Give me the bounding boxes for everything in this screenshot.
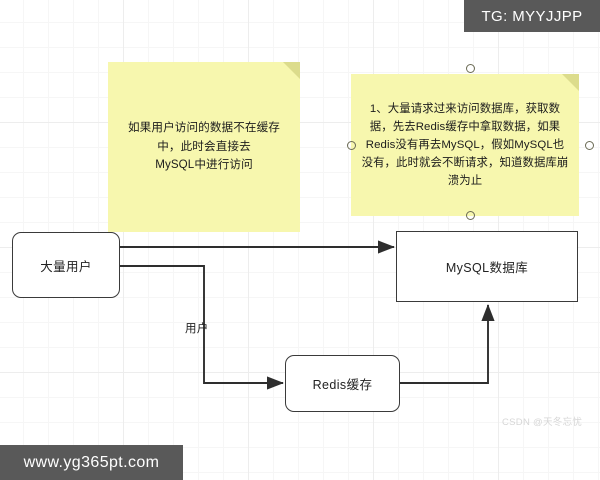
site-watermark-badge: www.yg365pt.com bbox=[0, 445, 183, 480]
sticky-note-1-text: 如果用户访问的数据不在缓存中，此时会直接去 MySQL中进行访问 bbox=[127, 120, 281, 172]
node-label: Redis缓存 bbox=[312, 378, 373, 392]
sticky-note-1[interactable]: 如果用户访问的数据不在缓存中，此时会直接去 MySQL中进行访问 bbox=[108, 62, 300, 232]
edge-redis-mysql bbox=[400, 304, 495, 384]
sticky-note-2-text: 1、大量请求过来访问数据库，获取数据，先去Redis缓存中拿取数据，如果Redi… bbox=[361, 102, 569, 188]
telegram-badge: TG: MYYJJPP bbox=[464, 0, 600, 32]
node-label: MySQL数据库 bbox=[445, 261, 529, 275]
resize-handle-right[interactable] bbox=[585, 141, 594, 150]
resize-handle-top[interactable] bbox=[466, 64, 475, 73]
sticky-note-2[interactable]: 1、大量请求过来访问数据库，获取数据，先去Redis缓存中拿取数据，如果Redi… bbox=[351, 74, 579, 216]
resize-handle-bottom[interactable] bbox=[466, 211, 475, 220]
node-redis-cache[interactable]: Redis缓存 bbox=[285, 355, 400, 412]
node-large-users[interactable]: 大量用户 bbox=[12, 232, 120, 298]
csdn-watermark: CSDN @天冬忘忧 bbox=[502, 417, 583, 428]
node-label: 大量用户 bbox=[40, 259, 92, 274]
node-mysql-database[interactable]: MySQL数据库 bbox=[396, 231, 578, 302]
edge-label-user: 用户 bbox=[185, 323, 209, 335]
note-fold-icon bbox=[283, 62, 300, 79]
resize-handle-left[interactable] bbox=[347, 141, 356, 150]
note-fold-icon bbox=[562, 74, 579, 91]
